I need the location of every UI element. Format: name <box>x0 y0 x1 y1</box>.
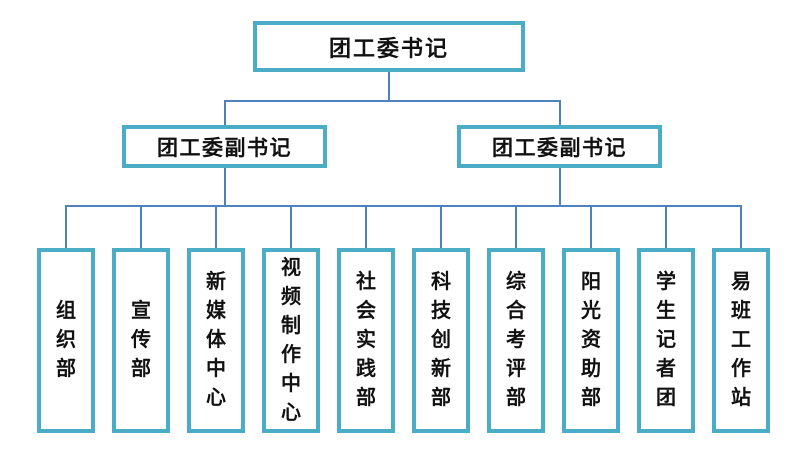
connector-root-stem <box>388 72 390 100</box>
connector-deputy2-drop <box>559 100 561 125</box>
org-node-department-organization: 组织部 <box>37 204 95 433</box>
department-row: 组织部 宣传部 新媒体中心 视频制作中心 社会实践部 科技创新部 综合考评部 <box>37 204 770 433</box>
connector-drop-line <box>515 204 517 248</box>
org-node-label: 易班工作站 <box>731 271 751 409</box>
org-node-department-publicity: 宣传部 <box>112 204 170 433</box>
connector-deputy1-drop <box>224 100 226 125</box>
org-node-label: 科技创新部 <box>431 271 451 409</box>
connector-deputy1-stem <box>224 168 226 205</box>
org-node-secretary: 团工委书记 <box>253 21 525 72</box>
connector-deputy2-stem <box>559 168 561 205</box>
connector-drop-line <box>215 204 217 248</box>
org-node-label: 视频制作中心 <box>281 256 301 424</box>
org-node-department-comprehensive-evaluation: 综合考评部 <box>487 204 545 433</box>
connector-drop-line <box>665 204 667 248</box>
org-node-department-student-journalists: 学生记者团 <box>637 204 695 433</box>
org-node-label: 新媒体中心 <box>206 271 226 409</box>
org-node-department-social-practice: 社会实践部 <box>337 204 395 433</box>
org-node-department-new-media-center: 新媒体中心 <box>187 204 245 433</box>
connector-drop-line <box>140 204 142 248</box>
org-node-label: 宣传部 <box>131 300 151 380</box>
org-node-department-yiban-workstation: 易班工作站 <box>712 204 770 433</box>
org-node-deputy-secretary-2: 团工委副书记 <box>457 125 662 168</box>
org-node-label: 学生记者团 <box>656 271 676 409</box>
connector-level2-rail <box>224 100 560 102</box>
connector-drop-line <box>365 204 367 248</box>
org-node-department-sunshine-funding: 阳光资助部 <box>562 204 620 433</box>
org-node-label: 组织部 <box>56 300 76 380</box>
org-node-label: 综合考评部 <box>506 271 526 409</box>
org-node-department-video-production-center: 视频制作中心 <box>262 204 320 433</box>
connector-drop-line <box>590 204 592 248</box>
connector-drop-line <box>740 204 742 248</box>
connector-level3-rail <box>66 205 742 207</box>
org-node-label: 社会实践部 <box>356 271 376 409</box>
org-node-label: 阳光资助部 <box>581 271 601 409</box>
connector-drop-line <box>440 204 442 248</box>
org-node-department-sci-tech-innovation: 科技创新部 <box>412 204 470 433</box>
connector-drop-line <box>290 204 292 248</box>
org-node-deputy-secretary-1: 团工委副书记 <box>122 125 327 168</box>
connector-drop-line <box>65 204 67 248</box>
